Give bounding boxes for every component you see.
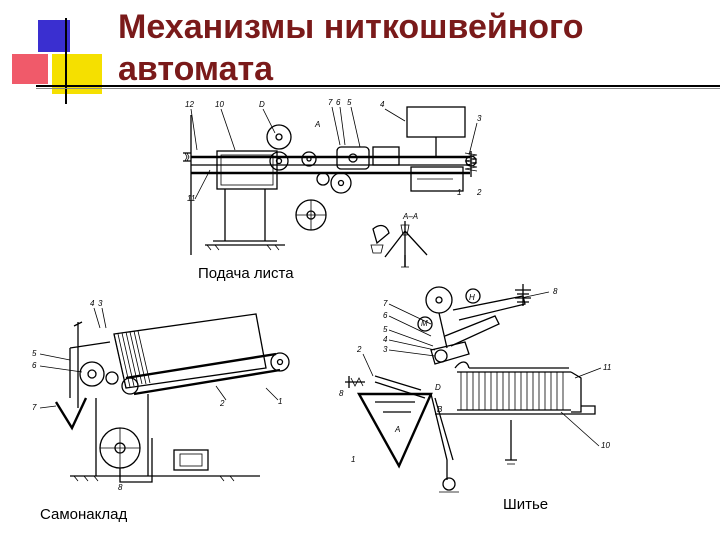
feed-label-3: 3	[477, 114, 482, 123]
feed-label-2: 2	[476, 188, 482, 197]
accent-yellow-square	[52, 54, 102, 94]
accent-red-square	[12, 54, 48, 84]
feed-label-aa: A–A	[402, 212, 418, 221]
sewing-label-2: 2	[356, 345, 362, 354]
sewing-label-7: 7	[383, 299, 388, 308]
feed-label-a: A	[314, 120, 320, 129]
slide-title: Механизмы ниткошвейного автомата	[118, 6, 584, 90]
title-line-1: Механизмы ниткошвейного	[118, 8, 584, 46]
feed-label-12: 12	[185, 100, 194, 109]
sewing-label-6: 6	[383, 311, 388, 320]
feeder-label-2: 2	[219, 399, 225, 408]
sheet-feed-diagram: 12 10 D 7 6 5 4 3 A 1 2 11 A–A	[183, 98, 482, 268]
feed-label-1: 1	[457, 188, 461, 197]
accent-blue-square	[38, 20, 70, 52]
sewing-caption: Шитье	[503, 496, 549, 513]
sewing-label-8-left: 8	[339, 389, 344, 398]
sewing-diagram: 7 6 5 4 3 2 1 H M 8 11 10 A B D 8	[339, 284, 611, 493]
sewing-label-b: B	[437, 405, 443, 414]
feed-label-10: 10	[215, 100, 224, 109]
sewing-label-11: 11	[603, 363, 611, 372]
sewing-label-5: 5	[383, 325, 388, 334]
feed-label-4: 4	[380, 100, 385, 109]
feed-label-6: 6	[336, 98, 341, 107]
sewing-label-8-top: 8	[553, 287, 558, 296]
sewing-label-m: M	[421, 319, 428, 328]
sewing-label-h: H	[469, 293, 475, 302]
feeder-label-4: 4	[90, 299, 95, 308]
feed-label-7: 7	[328, 98, 333, 107]
title-line-2: автомата	[118, 50, 274, 88]
sewing-label-a: A	[394, 425, 400, 434]
title-rule-shadow	[36, 88, 720, 89]
sewing-label-10: 10	[601, 441, 610, 450]
accent-squares	[12, 18, 108, 104]
feeder-label-7: 7	[32, 403, 37, 412]
feed-label-d: D	[259, 100, 265, 109]
feed-label-5: 5	[347, 98, 352, 107]
sewing-label-1: 1	[351, 455, 355, 464]
feed-caption: Подача листа	[198, 265, 294, 282]
feeder-diagram: 4 3 5 6 7 2 1 8	[32, 299, 290, 492]
sewing-label-4: 4	[383, 335, 388, 344]
feeder-label-6: 6	[32, 361, 37, 370]
sewing-label-3: 3	[383, 345, 388, 354]
feeder-label-1: 1	[278, 397, 282, 406]
feeder-label-5: 5	[32, 349, 37, 358]
title-rule	[36, 85, 720, 87]
feeder-label-8: 8	[118, 483, 123, 492]
feeder-label-3: 3	[98, 299, 103, 308]
sewing-label-d: D	[435, 383, 441, 392]
feeder-caption: Самонаклад	[40, 506, 128, 523]
